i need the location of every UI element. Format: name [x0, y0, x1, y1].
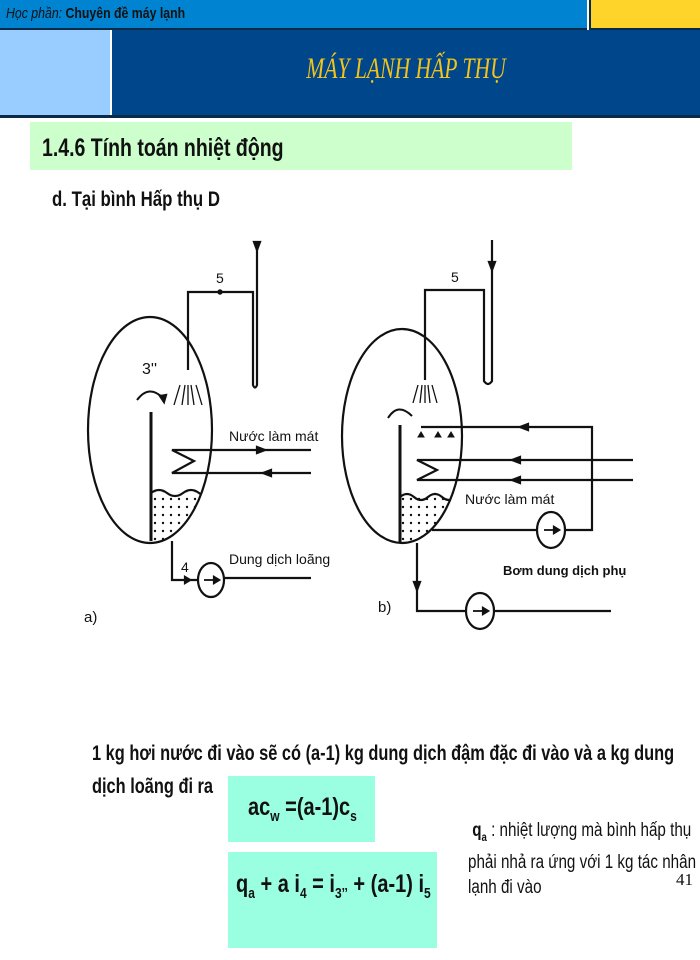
slide-title: MÁY LẠNH HẤP THỤ: [306, 52, 506, 85]
pump-a: [196, 561, 226, 599]
label-b: b): [378, 599, 391, 616]
page-number: 41: [676, 870, 693, 889]
section-heading: 1.4.6 Tính toán nhiệt động: [42, 134, 284, 162]
label-point-5-a: 5: [216, 270, 224, 286]
body-paragraph: 1 kg hơi nước đi vào sẽ có (a-1) kg dung…: [92, 742, 675, 798]
course-bar: [0, 0, 587, 30]
title-side-block: [0, 30, 110, 115]
title-band: [112, 30, 700, 115]
absorber-diagram: 5 3'' Nước làm mát 4 Dung dịch loãng a) …: [84, 240, 633, 631]
absorber-vessel-a: [86, 315, 214, 545]
subheading: d. Tại bình Hấp thụ D: [52, 188, 220, 211]
equation-1-box: [228, 776, 375, 842]
course-name: Chuyên đề máy lạnh: [65, 5, 186, 22]
label-point-4-a: 4: [181, 559, 189, 575]
course-prefix: Học phần:: [6, 5, 63, 22]
accent-block: [589, 0, 700, 30]
divider: [0, 115, 700, 118]
equation-1: acw =(a-1)cs: [248, 793, 357, 825]
qa-explanation: qa : nhiệt lượng mà bình hấp thụ phải nh…: [468, 820, 697, 898]
equation-2: qa + a i4 = i3’’ + (a-1) i5: [236, 870, 431, 902]
label-aux-pump-b: Bơm dung dịch phụ: [503, 563, 626, 578]
label-dilute-solution-a: Dung dịch loãng: [229, 551, 330, 567]
label-cooling-water-a: Nước làm mát: [229, 428, 318, 444]
label-point-3-a: 3'': [142, 361, 157, 378]
section-heading-box: [30, 122, 572, 170]
label-a: a): [84, 609, 97, 626]
label-cooling-water-b: Nước làm mát: [465, 491, 554, 507]
label-point-5-b: 5: [451, 269, 459, 285]
absorber-vessel-b: [340, 327, 464, 545]
diagram-a: [86, 240, 311, 599]
aux-pump-b: [535, 510, 567, 550]
equation-2-box: [228, 852, 437, 948]
course-label: Học phần: Chuyên đề máy lạnh: [6, 5, 185, 22]
